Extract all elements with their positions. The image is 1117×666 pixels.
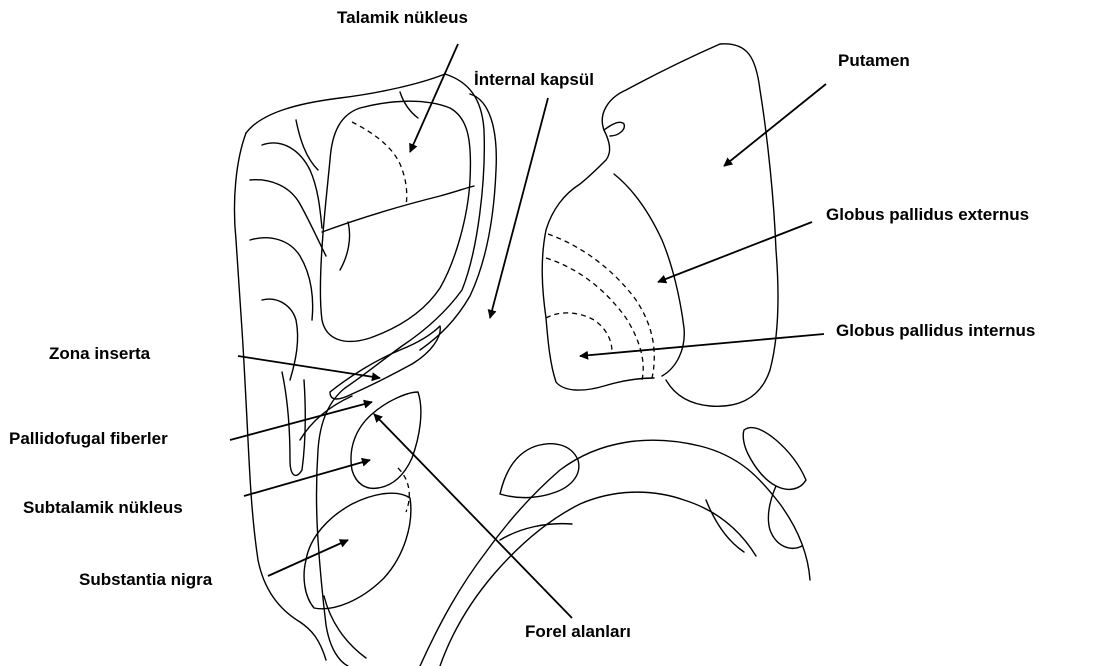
thalamic-nucleus-outline — [320, 101, 470, 341]
midbrain-fiber-1 — [500, 524, 572, 540]
putamen-inner-edge — [580, 130, 610, 184]
label-globus-pallidus-externus: Globus pallidus externus — [826, 205, 1029, 225]
label-pallidofugal-fiberler: Pallidofugal fiberler — [9, 429, 168, 449]
left-outer-edge — [234, 133, 326, 660]
arrow-subtalamik-nukleus — [244, 460, 370, 496]
thalamic-subdivision-3 — [262, 143, 322, 228]
label-subtalamik-nukleus: Subtalamik nükleus — [23, 498, 183, 518]
thalamic-subdivision-7 — [296, 120, 318, 170]
arrow-globus-pallidus-internus — [580, 334, 824, 356]
substantia-nigra-outline — [304, 493, 411, 609]
label-forel-alanlari: Forel alanları — [525, 622, 631, 642]
lenticular-fasciculus — [300, 396, 352, 440]
thalamic-subdivision-4 — [340, 222, 350, 270]
pallidal-lamina-1 — [548, 234, 654, 378]
pallidal-lamina-2 — [546, 258, 643, 380]
internal-lamina — [420, 94, 496, 350]
pallidal-lamina-3 — [546, 313, 612, 352]
globus-pallidus-outer-outline — [542, 184, 654, 390]
zona-inserta-band — [330, 326, 440, 399]
zona-inserta-region — [282, 326, 440, 475]
arrow-zona-inserta — [238, 356, 380, 378]
label-globus-pallidus-internus: Globus pallidus internus — [836, 321, 1035, 341]
midbrain-fiber-2 — [706, 500, 744, 552]
label-putamen: Putamen — [838, 51, 910, 71]
arrow-putamen — [724, 84, 826, 166]
thalamic-subdivision-8 — [400, 92, 418, 118]
label-substantia-nigra: Substantia nigra — [79, 570, 212, 590]
thalamic-subdivision-1 — [322, 186, 474, 232]
thalamic-subdivision-6 — [262, 299, 298, 380]
arrow-talamik-nukleus — [410, 44, 458, 152]
left-hemisphere-outline — [246, 74, 484, 666]
arrow-internal-kapsul — [490, 98, 548, 318]
thalamus-region — [234, 74, 496, 666]
arrow-globus-pallidus-externus — [658, 222, 812, 282]
arrow-substantia-nigra — [268, 540, 348, 576]
label-internal-kapsul: İnternal kapsül — [474, 70, 594, 90]
lateral-geniculate-outline — [743, 428, 806, 490]
thalamic-subdivision-5 — [250, 238, 313, 320]
thalamic-dashed-boundary — [352, 122, 407, 206]
subthalamic-region — [304, 392, 421, 658]
putamen-hook — [604, 122, 624, 136]
label-zona-inserta: Zona inserta — [49, 344, 150, 364]
cerebral-peduncle-outline — [324, 596, 366, 658]
lentiform-region — [542, 44, 778, 406]
subthalamic-nucleus-outline — [351, 392, 421, 488]
label-talamik-nukleus: Talamik nükleus — [337, 8, 468, 28]
arrow-pallidofugal-fiberler — [230, 402, 372, 440]
subthalamic-dashed-boundary — [398, 468, 409, 512]
